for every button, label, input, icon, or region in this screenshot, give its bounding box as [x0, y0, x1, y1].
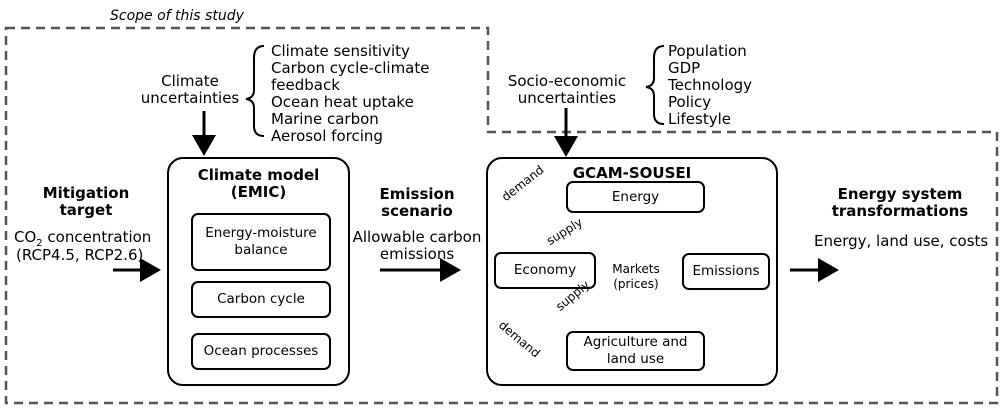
agriculture-line2: land use — [606, 351, 665, 367]
climate-uncertainty-item: Climate sensitivity — [271, 42, 410, 60]
emission-desc-line1: Allowable carbon — [352, 228, 482, 246]
socio-uncertainty-brace — [645, 45, 665, 125]
scope-label: Scope of this study — [110, 8, 244, 24]
economy-label: Economy — [513, 262, 577, 278]
socio-economic-uncertainties-label: Socio-economic uncertainties — [502, 73, 632, 107]
carbon-cycle-box: Carbon cycle — [191, 281, 331, 318]
socio-uncertainty-item: Population — [668, 42, 747, 60]
mitigation-title-line1: Mitigation — [42, 184, 130, 202]
climate-uncertainties-line2: uncertainties — [140, 89, 240, 107]
co2-prefix: CO — [14, 228, 37, 246]
socio-uncertainty-list: Population GDP Technology Policy Lifesty… — [668, 43, 752, 128]
agriculture-line1: Agriculture and — [583, 334, 688, 350]
socio-uncertainties-line1: Socio-economic — [507, 72, 627, 90]
rcp-label: (RCP4.5, RCP2.6) — [16, 246, 144, 264]
climate-uncertainty-item: Carbon cycle-climate — [271, 59, 430, 77]
markets-line2: (prices) — [613, 277, 659, 291]
climate-model-title-line2: (EMIC) — [230, 183, 287, 201]
emission-scenario-title: Emission scenario — [357, 186, 477, 220]
climate-uncertainty-item: feedback — [271, 76, 340, 94]
emission-scenario-desc: Allowable carbon emissions — [347, 229, 487, 263]
climate-uncertainties-label: Climate uncertainties — [130, 73, 250, 107]
climate-uncertainty-brace — [245, 45, 265, 137]
output-description: Energy, land use, costs — [814, 232, 989, 250]
energy-label: Energy — [611, 188, 660, 205]
emission-scenario-line2: scenario — [381, 202, 453, 220]
emissions-box: Emissions — [682, 253, 770, 290]
climate-uncertainty-item: Marine carbon — [271, 110, 379, 128]
climate-uncertainties-line1: Climate — [161, 72, 219, 90]
energy-box: Energy — [566, 181, 705, 213]
markets-line1: Markets — [612, 262, 660, 276]
agriculture-land-use-box: Agriculture and land use — [566, 331, 705, 371]
scope-boundary — [4, 26, 999, 405]
climate-uncertainty-list: Climate sensitivity Carbon cycle-climate… — [271, 43, 429, 145]
co2-subscript: 2 — [36, 238, 43, 249]
co2-concentration-label: CO2 concentration — [14, 229, 151, 252]
socio-uncertainty-item: Lifestyle — [668, 110, 732, 128]
socio-uncertainty-item: GDP — [668, 59, 701, 77]
output-title-line2: transformations — [831, 202, 969, 220]
mitigation-target-title: Mitigation target — [26, 185, 146, 219]
energy-moisture-line1: Energy-moisture — [205, 225, 317, 241]
climate-model-title: Climate model (EMIC) — [167, 167, 350, 201]
ocean-processes-box: Ocean processes — [191, 333, 331, 370]
ocean-processes-label: Ocean processes — [203, 343, 319, 359]
socio-uncertainty-item: Policy — [668, 93, 712, 111]
economy-box: Economy — [494, 252, 596, 289]
gcam-sousei-title: GCAM-SOUSEI — [572, 164, 692, 182]
mitigation-title-line2: target — [59, 201, 113, 219]
markets-label: Markets (prices) — [604, 262, 668, 292]
carbon-cycle-label: Carbon cycle — [217, 291, 305, 307]
emission-scenario-line1: Emission — [379, 185, 455, 203]
energy-system-transformations-title: Energy system transformations — [815, 186, 985, 220]
energy-moisture-balance-box: Energy-moisture balance — [191, 213, 331, 271]
climate-model-title-line1: Climate model — [197, 166, 320, 184]
energy-moisture-line2: balance — [234, 242, 288, 258]
climate-uncertainty-item: Ocean heat uptake — [271, 93, 414, 111]
socio-uncertainty-item: Technology — [668, 76, 753, 94]
co2-suffix: concentration — [42, 228, 152, 246]
output-title-line1: Energy system — [837, 185, 963, 203]
climate-uncertainty-item: Aerosol forcing — [271, 127, 383, 145]
emissions-label: Emissions — [692, 263, 760, 279]
socio-uncertainties-line2: uncertainties — [517, 89, 617, 107]
emission-desc-line2: emissions — [379, 245, 455, 263]
